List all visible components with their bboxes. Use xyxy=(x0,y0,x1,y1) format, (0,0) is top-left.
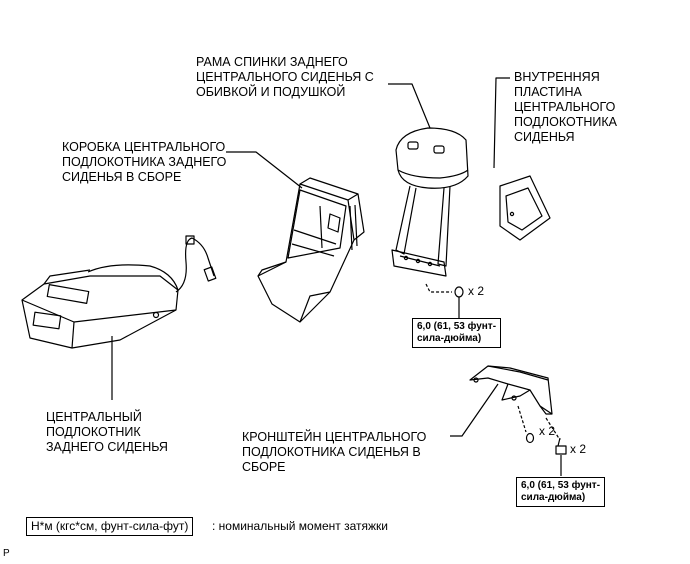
lower-bolt xyxy=(555,437,567,455)
seat-back-frame-label: РАМА СПИНКИ ЗАДНЕГО ЦЕНТРАЛЬНОГО СИДЕНЬЯ… xyxy=(196,55,374,99)
seat-back-frame-part xyxy=(391,127,469,277)
leader-seat-back xyxy=(388,83,431,129)
center-armrest-part xyxy=(21,235,217,349)
armrest-box-part xyxy=(257,177,365,323)
inner-plate-part xyxy=(499,175,551,241)
leader-bracket xyxy=(450,383,499,437)
armrest-box-label: КОРОБКА ЦЕНТРАЛЬНОГО ПОДЛОКОТНИКА ЗАДНЕГ… xyxy=(62,140,227,184)
lower-nut xyxy=(525,432,535,444)
torque-legend-description: : номинальный момент затяжки xyxy=(212,519,388,533)
inner-plate-label: ВНУТРЕННЯЯ ПЛАСТИНА ЦЕНТРАЛЬНОГО ПОДЛОКО… xyxy=(514,70,617,144)
lower-nut-quantity: x 2 xyxy=(539,424,556,438)
center-armrest-label: ЦЕНТРАЛЬНЫЙ ПОДЛОКОТНИК ЗАДНЕГО СИДЕНЬЯ xyxy=(46,410,168,454)
leader-armrest-box xyxy=(226,151,303,189)
corner-mark: P xyxy=(3,548,10,559)
leader-inner-plate xyxy=(493,77,510,169)
lower-torque-box: 6,0 (61, 53 фунт- сила-дюйма) xyxy=(516,477,606,507)
lower-bolt-quantity: x 2 xyxy=(570,442,587,456)
torque-unit-legend-box: Н*м (кгс*см, фунт-сила-фут) xyxy=(26,517,194,536)
upper-nut-quantity: x 2 xyxy=(468,284,485,298)
upper-nut xyxy=(454,286,464,298)
bracket-assembly-label: КРОНШТЕЙН ЦЕНТРАЛЬНОГО ПОДЛОКОТНИКА СИДЕ… xyxy=(242,430,427,474)
bracket-assembly-part xyxy=(469,365,553,415)
upper-torque-box: 6,0 (61, 53 фунт- сила-дюйма) xyxy=(412,318,502,348)
